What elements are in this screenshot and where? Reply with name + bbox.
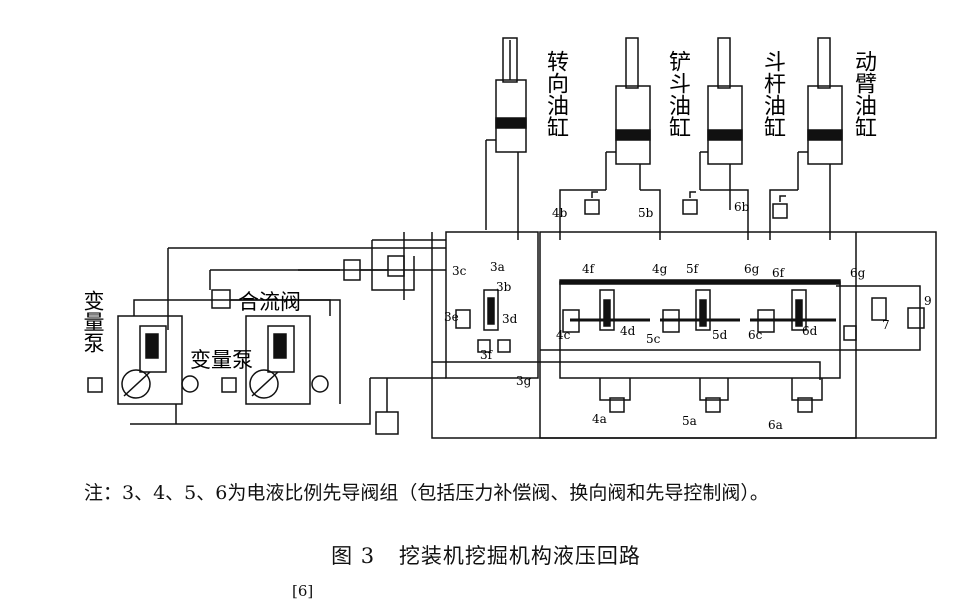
relief-valve-4b bbox=[584, 191, 600, 215]
label-merge-valve: 合流阀 bbox=[238, 290, 301, 314]
part-4c: 4c bbox=[556, 328, 571, 342]
label-shovel-cylinder: 铲斗油缸 bbox=[665, 50, 690, 138]
part-4b: 4b bbox=[552, 206, 568, 220]
pilot-valve-4a bbox=[609, 397, 625, 413]
shovel-cylinder bbox=[605, 37, 651, 190]
figure-number: 图 3 bbox=[331, 544, 376, 568]
pilot-valve-5a bbox=[705, 397, 721, 413]
part-6c: 6c bbox=[748, 328, 763, 342]
section-6 bbox=[750, 289, 836, 333]
label-stick-cylinder: 斗杆油缸 bbox=[760, 50, 785, 138]
filter bbox=[375, 411, 399, 435]
part-6g-2: 6g bbox=[850, 266, 866, 280]
citation-marker: [6] bbox=[292, 582, 314, 600]
part-4f: 4f bbox=[582, 262, 595, 276]
label-boom-cylinder: 动臂油缸 bbox=[851, 50, 876, 138]
pump-left-housing bbox=[117, 315, 183, 405]
valve-bank-4-6 bbox=[539, 231, 937, 439]
pump-right bbox=[249, 369, 279, 399]
pump-right-housing bbox=[245, 315, 311, 405]
valve-7 bbox=[871, 297, 887, 321]
valve-bank-3 bbox=[445, 231, 539, 379]
part-5b: 5b bbox=[638, 206, 654, 220]
section-5 bbox=[660, 289, 740, 333]
figure-title: 挖装机挖掘机构液压回路 bbox=[398, 544, 641, 568]
relief-valve-6b bbox=[772, 195, 788, 219]
relief-valve-pilot bbox=[387, 255, 405, 277]
motor-left bbox=[87, 377, 103, 393]
motor-right bbox=[221, 377, 237, 393]
label-pump-left: 变量泵 bbox=[81, 290, 105, 353]
part-5c: 5c bbox=[646, 332, 661, 346]
part-6g: 6g bbox=[744, 262, 760, 276]
section-4 bbox=[562, 289, 650, 333]
part-3d: 3d bbox=[502, 312, 518, 326]
figure-caption: 图 3 挖装机挖掘机构液压回路 bbox=[0, 540, 972, 570]
relief-valve-5b bbox=[682, 191, 698, 215]
turn-cylinder bbox=[485, 37, 527, 240]
part-4a: 4a bbox=[592, 412, 607, 426]
part-3a: 3a bbox=[490, 260, 505, 274]
part-5d: 5d bbox=[712, 328, 728, 342]
part-3c: 3c bbox=[452, 264, 467, 278]
part-4d: 4d bbox=[620, 324, 636, 338]
part-6f: 6f bbox=[772, 266, 785, 280]
merge-valve bbox=[211, 289, 231, 309]
part-3b: 3b bbox=[496, 280, 512, 294]
label-pump-right: 变量泵 bbox=[190, 348, 253, 372]
part-5a: 5a bbox=[682, 414, 697, 428]
section-3 bbox=[455, 289, 511, 353]
part-7: 7 bbox=[882, 318, 890, 332]
part-4g: 4g bbox=[652, 262, 668, 276]
part-6a: 6a bbox=[768, 418, 783, 432]
part-3e: 3e bbox=[444, 310, 459, 324]
part-3f: 3f bbox=[480, 348, 493, 362]
label-turn-cylinder: 转向油缸 bbox=[543, 50, 568, 138]
figure-note: 注：3、4、5、6为电液比例先导阀组（包括压力补偿阀、换向阀和先导控制阀）。 bbox=[84, 482, 769, 504]
valve-9 bbox=[907, 307, 925, 329]
pilot-valve-6a bbox=[797, 397, 813, 413]
pump-left bbox=[121, 369, 151, 399]
part-9: 9 bbox=[924, 294, 932, 308]
part-5f: 5f bbox=[686, 262, 699, 276]
stick-cylinder bbox=[699, 37, 743, 190]
hydraulic-circuit-diagram bbox=[87, 37, 937, 439]
part-6d: 6d bbox=[802, 324, 818, 338]
part-6b: 6b bbox=[734, 200, 750, 214]
boom-cylinder bbox=[797, 37, 843, 190]
part-3g: 3g bbox=[516, 374, 532, 388]
